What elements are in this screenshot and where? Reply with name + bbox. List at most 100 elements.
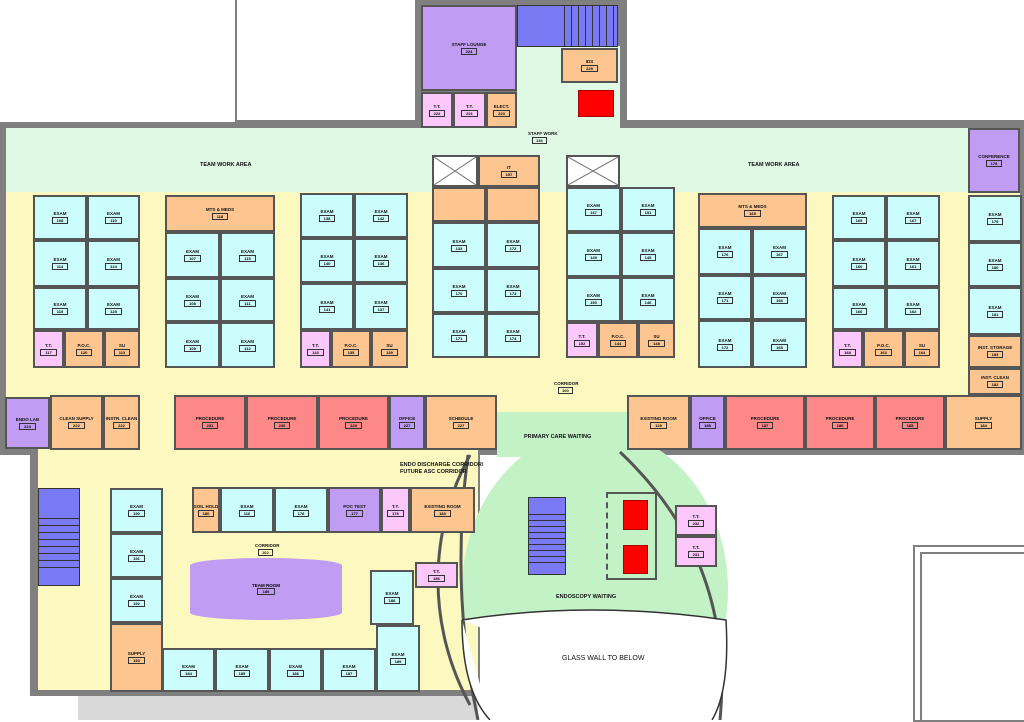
room-support[interactable]	[432, 187, 486, 222]
room-t-t[interactable]: T.T.168	[832, 330, 863, 368]
room-p-o-c[interactable]: P.O.C.144	[598, 322, 638, 358]
room-p-o-c[interactable]: P.O.C.120	[64, 330, 104, 368]
room-t-t[interactable]: T.T.222	[421, 92, 453, 128]
room-t-t[interactable]: T.T.232	[675, 505, 717, 536]
room-support[interactable]	[486, 187, 540, 222]
room-t-t[interactable]: T.T.176	[381, 487, 410, 533]
room-t-t[interactable]: T.T.143	[300, 330, 331, 368]
room-t-t[interactable]: T.T.231	[675, 536, 717, 567]
room-elect[interactable]: ELECT.223	[486, 92, 517, 128]
room-p-o-c[interactable]: P.O.C.135	[331, 330, 371, 368]
room-t-t[interactable]: T.T.152	[566, 322, 598, 358]
room-t-t[interactable]: T.T.117	[33, 330, 64, 368]
room-t-t[interactable]: T.T.186	[415, 562, 458, 588]
room-p-o-c[interactable]: P.O.C.163	[863, 330, 904, 368]
room-t-t[interactable]: T.T.221	[453, 92, 486, 128]
team-room[interactable]: TEAM ROOM 189	[190, 558, 342, 620]
